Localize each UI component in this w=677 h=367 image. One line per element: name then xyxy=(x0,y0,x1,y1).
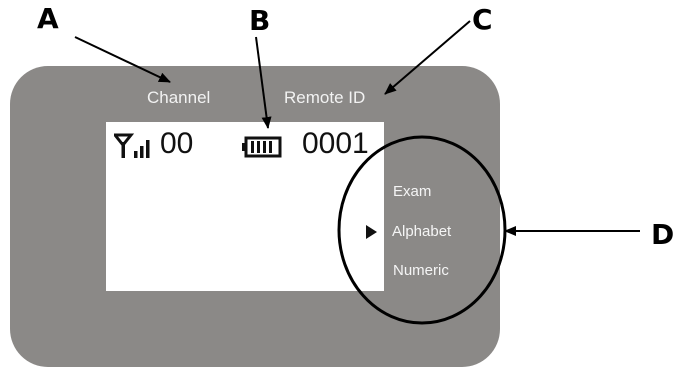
leader-line-c xyxy=(385,21,470,94)
menu-highlight-circle xyxy=(339,137,505,323)
leader-line-a xyxy=(75,37,170,82)
leader-line-b xyxy=(256,37,268,128)
